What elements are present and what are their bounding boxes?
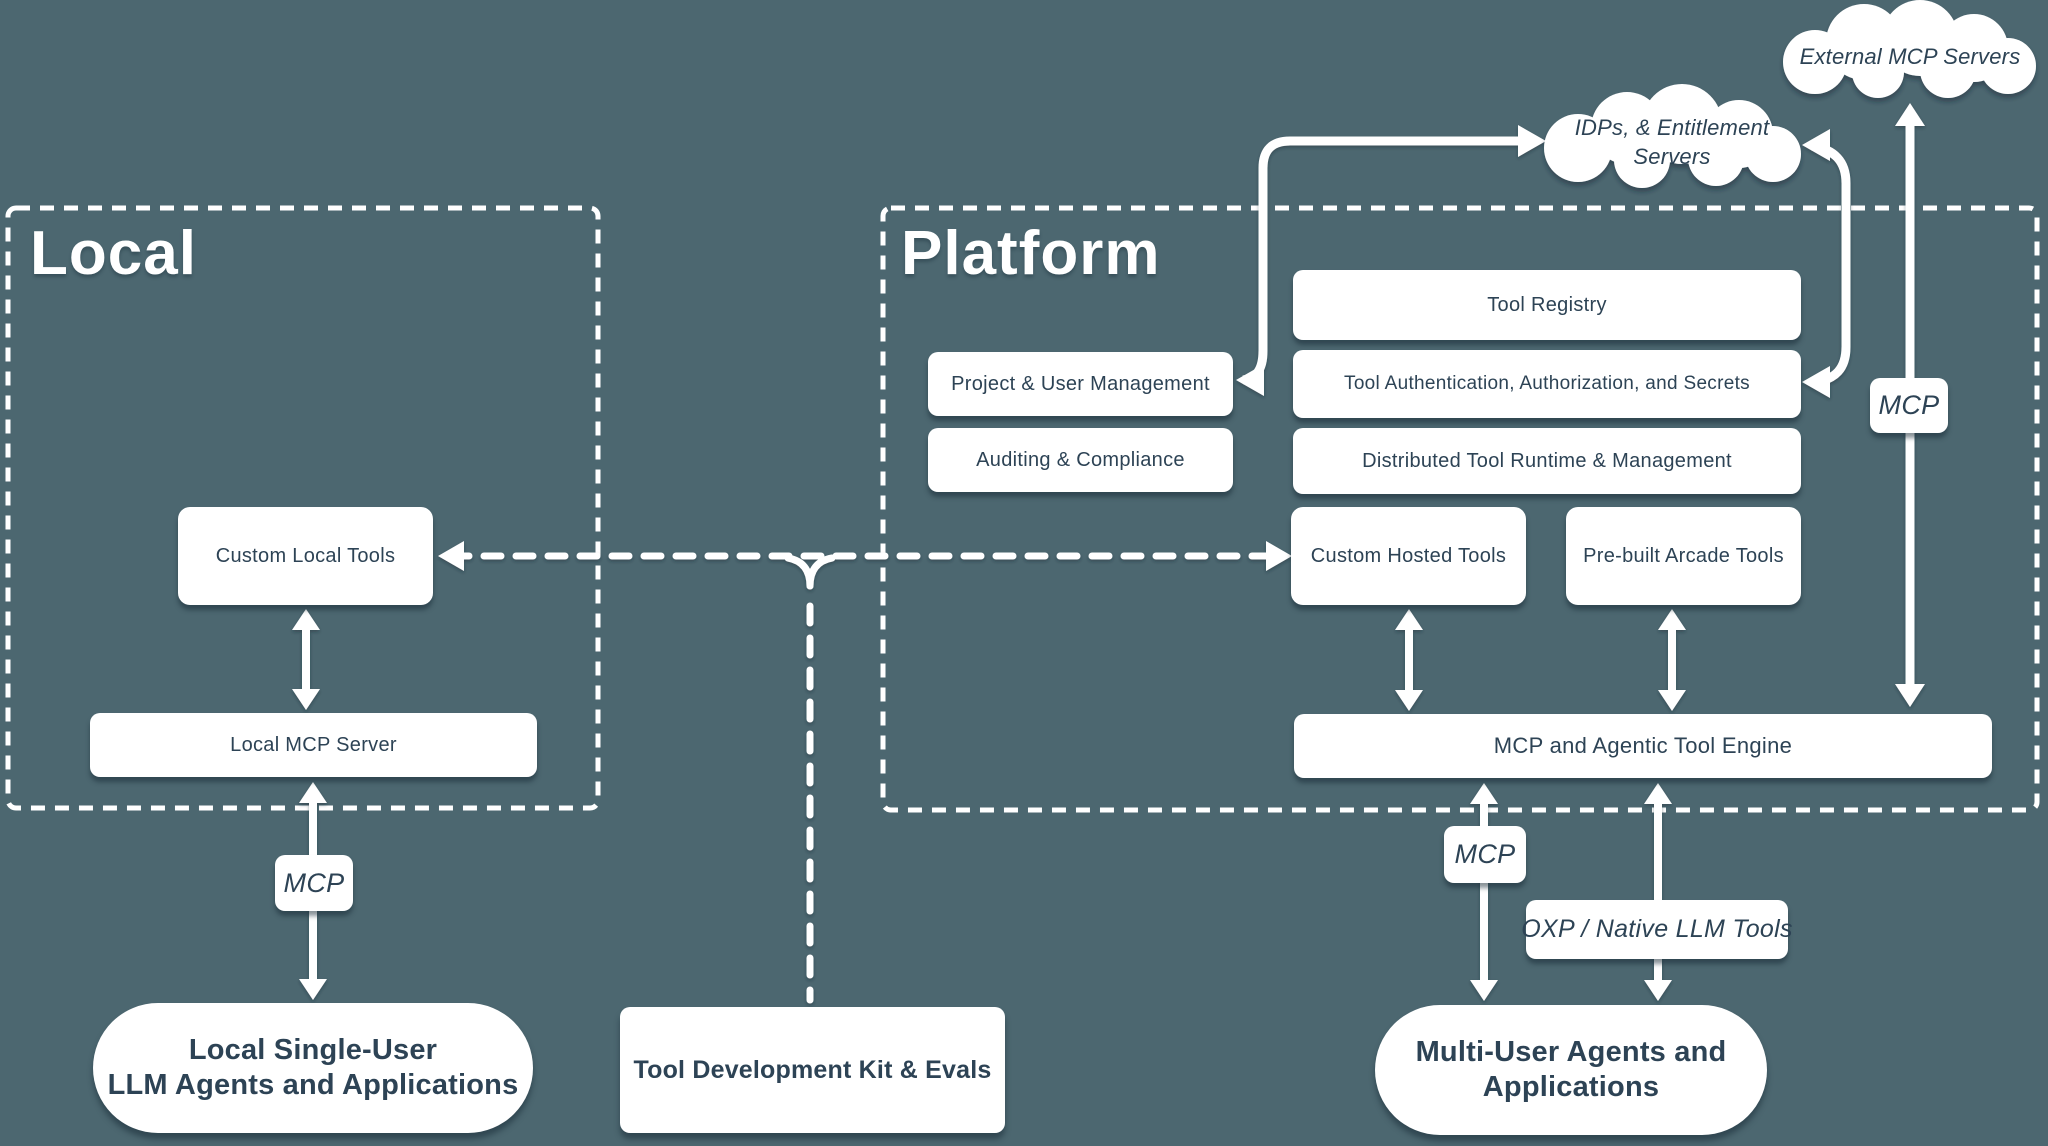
idps-cloud-label-line1: IDPs, & Entitlement <box>1574 115 1770 140</box>
distributed-runtime-box: Distributed Tool Runtime & Management <box>1293 428 1801 494</box>
connector-toolauth-to-idps <box>1802 129 1851 398</box>
mcp-agentic-tool-engine-box: MCP and Agentic Tool Engine <box>1294 714 1992 778</box>
platform-container-border <box>880 205 2040 813</box>
local-zone-title: Local <box>30 219 197 288</box>
multi-user-line1: Multi-User Agents and <box>1415 1036 1727 1068</box>
arrowhead-into-idps-cloud <box>1518 125 1546 157</box>
arrowhead-into-idps-cloud-right <box>1802 129 1830 161</box>
idps-cloud <box>1544 84 1801 188</box>
idps-cloud-label-line2: Servers <box>1633 144 1711 169</box>
connector-project-to-idps <box>1236 125 1546 396</box>
prebuilt-arcade-tools-box: Pre-built Arcade Tools <box>1566 507 1801 605</box>
local-agents-line2: LLM Agents and Applications <box>107 1069 519 1101</box>
arrow-customlocal-localmcp <box>292 609 320 710</box>
arrow-prebuilt-engine <box>1658 609 1686 711</box>
auditing-compliance-box: Auditing & Compliance <box>928 428 1233 492</box>
arrowhead-into-project-box <box>1236 364 1264 396</box>
arrowhead-into-toolauth-box <box>1802 366 1830 398</box>
platform-zone-title: Platform <box>901 219 1161 288</box>
external-mcp-cloud-label: External MCP Servers <box>1799 44 2021 69</box>
tool-development-kit-box: Tool Development Kit & Evals <box>620 1007 1005 1133</box>
mcp-label-local: MCP <box>275 855 353 911</box>
dashed-tools-connector <box>438 541 1292 1004</box>
multi-user-line2: Applications <box>1482 1071 1660 1103</box>
arrow-customhosted-engine <box>1395 609 1423 711</box>
local-mcp-server-box: Local MCP Server <box>90 713 537 777</box>
local-agents-line1: Local Single-User <box>188 1034 438 1066</box>
idps-cloud-label: IDPs, & Entitlement Servers <box>1552 113 1792 171</box>
multi-user-agents-pill: Multi-User Agents and Applications <box>1375 1005 1767 1135</box>
project-user-management-box: Project & User Management <box>928 352 1233 416</box>
tool-registry-box: Tool Registry <box>1293 270 1801 340</box>
custom-local-tools-box: Custom Local Tools <box>178 507 433 605</box>
external-mcp-cloud <box>1783 0 2036 98</box>
dashed-arrowhead-right <box>1266 541 1292 571</box>
oxp-native-llm-tools-label: OXP / Native LLM Tools <box>1521 900 1792 959</box>
local-single-user-agents-pill: Local Single-User LLM Agents and Applica… <box>93 1003 533 1133</box>
tool-authentication-box: Tool Authentication, Authorization, and … <box>1293 350 1801 418</box>
mcp-label-platform: MCP <box>1444 826 1526 883</box>
arrow-engine-multiuser-mcp <box>1470 783 1498 1001</box>
mcp-label-external: MCP <box>1870 378 1948 433</box>
arrow-engine-multiuser-oxp <box>1644 783 1672 1001</box>
custom-hosted-tools-box: Custom Hosted Tools <box>1291 507 1526 605</box>
dashed-arrowhead-left <box>438 541 464 571</box>
local-container-border <box>5 205 601 811</box>
